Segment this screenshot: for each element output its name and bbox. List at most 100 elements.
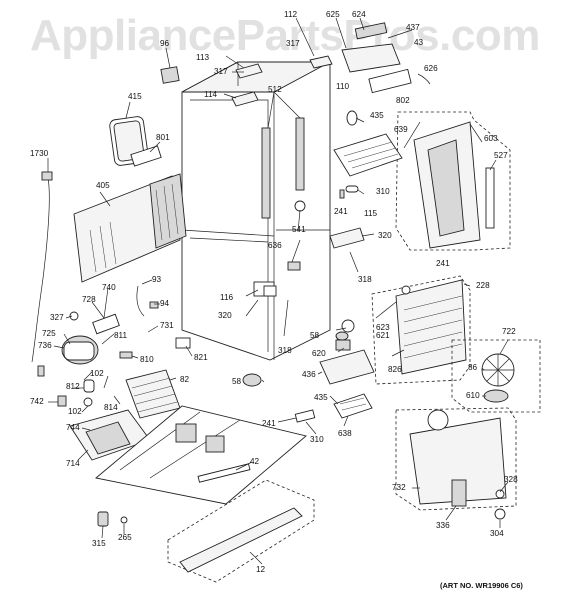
part-label-826: 826 [388, 365, 402, 374]
part-label-732: 732 [392, 483, 406, 492]
base-tray [94, 405, 307, 505]
part-label-112: 112 [284, 10, 297, 19]
cover-639 [333, 110, 403, 177]
part-label-82: 82 [180, 375, 190, 384]
part-label-328: 328 [504, 475, 518, 484]
part-label-810: 810 [140, 355, 154, 364]
part-label-310-low: 310 [310, 435, 324, 444]
condenser-228 [371, 275, 471, 385]
part-label-620: 620 [312, 349, 326, 358]
part-label-114: 114 [204, 90, 217, 99]
part-label-94: 94 [160, 299, 170, 308]
part-label-636: 636 [268, 241, 282, 250]
part-label-96: 96 [160, 39, 170, 48]
part-label-811: 811 [114, 331, 127, 340]
part-label-327: 327 [50, 313, 64, 322]
part-label-728: 728 [82, 295, 96, 304]
duct-assembly-603 [395, 111, 511, 251]
power-cord-1730 [31, 171, 53, 363]
part-label-437: 437 [406, 23, 420, 32]
part-label-86: 86 [468, 363, 478, 372]
part-label-12: 12 [256, 565, 266, 574]
part-label-317-top: 317 [286, 39, 300, 48]
small-parts-left [37, 365, 95, 407]
cabinet [181, 61, 331, 361]
part-label-814: 814 [104, 403, 118, 412]
label-plate-801 [130, 145, 162, 167]
leveling-legs [97, 331, 349, 527]
part-label-93: 93 [152, 275, 162, 284]
part-label-241-mid: 241 [334, 207, 348, 216]
part-label-42: 42 [250, 457, 260, 466]
part-label-736: 736 [38, 341, 52, 350]
part-label-102-top: 102 [90, 369, 104, 378]
part-label-639: 639 [394, 125, 408, 134]
part-label-317: 317 [214, 67, 228, 76]
part-label-821: 821 [194, 353, 208, 362]
part-label-512: 512 [268, 85, 282, 94]
part-label-1730: 1730 [30, 149, 49, 158]
part-label-742: 742 [30, 397, 44, 406]
part-label-435-low: 435 [314, 393, 328, 402]
part-label-415: 415 [128, 92, 142, 101]
coil-82 [125, 369, 181, 419]
part-label-315: 315 [92, 539, 106, 548]
part-label-436: 436 [302, 370, 316, 379]
part-label-116: 116 [220, 293, 233, 302]
part-label-527: 527 [494, 151, 508, 160]
part-label-638: 638 [338, 429, 352, 438]
part-label-740: 740 [102, 283, 116, 292]
part-label-43: 43 [414, 38, 424, 47]
part-label-336: 336 [436, 521, 450, 530]
part-label-102-low: 102 [68, 407, 82, 416]
part-label-115: 115 [364, 209, 377, 218]
watermark-text: AppliancePartsPros.com [30, 11, 540, 60]
small-parts-center [119, 285, 316, 423]
part-label-310: 310 [376, 187, 390, 196]
part-label-623: 623 [376, 323, 390, 332]
part-label-744: 744 [66, 423, 80, 432]
part-label-541: 541 [292, 225, 306, 234]
drain-pan-436 [319, 319, 375, 419]
part-label-318-right: 318 [358, 275, 372, 284]
part-label-802: 802 [396, 96, 410, 105]
part-label-405: 405 [96, 181, 110, 190]
art-number: (ART NO. WR19906 C6) [440, 581, 523, 590]
fan-assembly-722 [451, 339, 541, 413]
leader-lines [47, 17, 509, 565]
part-label-241-cond: 241 [436, 259, 450, 268]
part-label-625: 625 [326, 10, 340, 19]
fan-shroud-732 [395, 407, 517, 520]
part-label-304: 304 [490, 529, 504, 538]
part-label-320-right: 320 [378, 231, 392, 240]
part-label-610: 610 [466, 391, 480, 400]
part-label-626: 626 [424, 64, 438, 73]
part-label-241-low: 241 [262, 419, 276, 428]
part-label-725: 725 [42, 329, 56, 338]
grille-12 [167, 479, 315, 583]
part-labels: 112 625 624 437 43 96 113 317 317 110 62… [30, 10, 518, 574]
part-label-624: 624 [352, 10, 366, 19]
small-parts-115 [329, 185, 365, 249]
part-label-265: 265 [118, 533, 132, 542]
part-label-320-mid: 320 [218, 311, 232, 320]
part-label-603: 603 [484, 134, 498, 143]
part-label-722: 722 [502, 327, 516, 336]
top-parts [160, 22, 431, 107]
part-label-812: 812 [66, 382, 80, 391]
compressor-area [61, 285, 159, 365]
bracket-42 [197, 463, 251, 483]
part-label-731: 731 [160, 321, 174, 330]
part-label-110: 110 [336, 82, 349, 91]
part-label-228: 228 [476, 281, 490, 290]
part-label-801: 801 [156, 133, 170, 142]
part-label-621: 621 [376, 331, 390, 340]
part-label-58-low: 58 [232, 377, 242, 386]
part-label-113: 113 [196, 53, 209, 62]
part-label-318-mid: 318 [278, 346, 292, 355]
part-label-58-mid: 58 [310, 331, 320, 340]
part-label-714: 714 [66, 459, 80, 468]
side-panel-405 [73, 173, 187, 283]
part-label-435-top: 435 [370, 111, 384, 120]
